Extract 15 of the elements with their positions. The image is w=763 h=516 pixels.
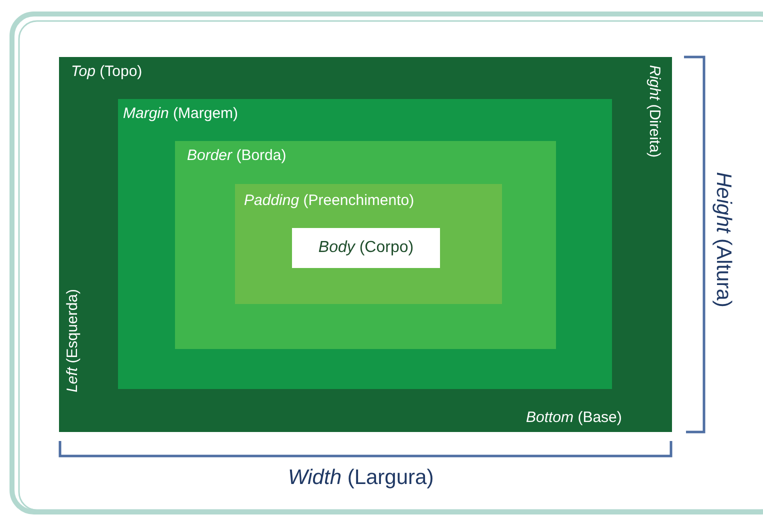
side-label: Bottom (Base) — [526, 409, 622, 427]
side-label: Top (Topo) — [71, 63, 142, 81]
margin-area — [118, 99, 612, 389]
box-label: Body (Corpo) — [317, 239, 415, 257]
side-label: Right (Direita) — [645, 65, 663, 158]
box-label: Padding (Preenchimento) — [244, 192, 414, 210]
dimension-label: Width (Largura) — [288, 466, 434, 490]
padding-area — [235, 184, 502, 304]
body-area — [292, 228, 440, 268]
box-label: Margin (Margem) — [123, 105, 238, 123]
side-label: Left (Esquerda) — [64, 289, 82, 392]
border-area — [175, 141, 556, 349]
content-area — [59, 57, 672, 432]
dimension-label: Height (Altura) — [711, 172, 735, 308]
box-label: Border (Borda) — [187, 147, 286, 165]
